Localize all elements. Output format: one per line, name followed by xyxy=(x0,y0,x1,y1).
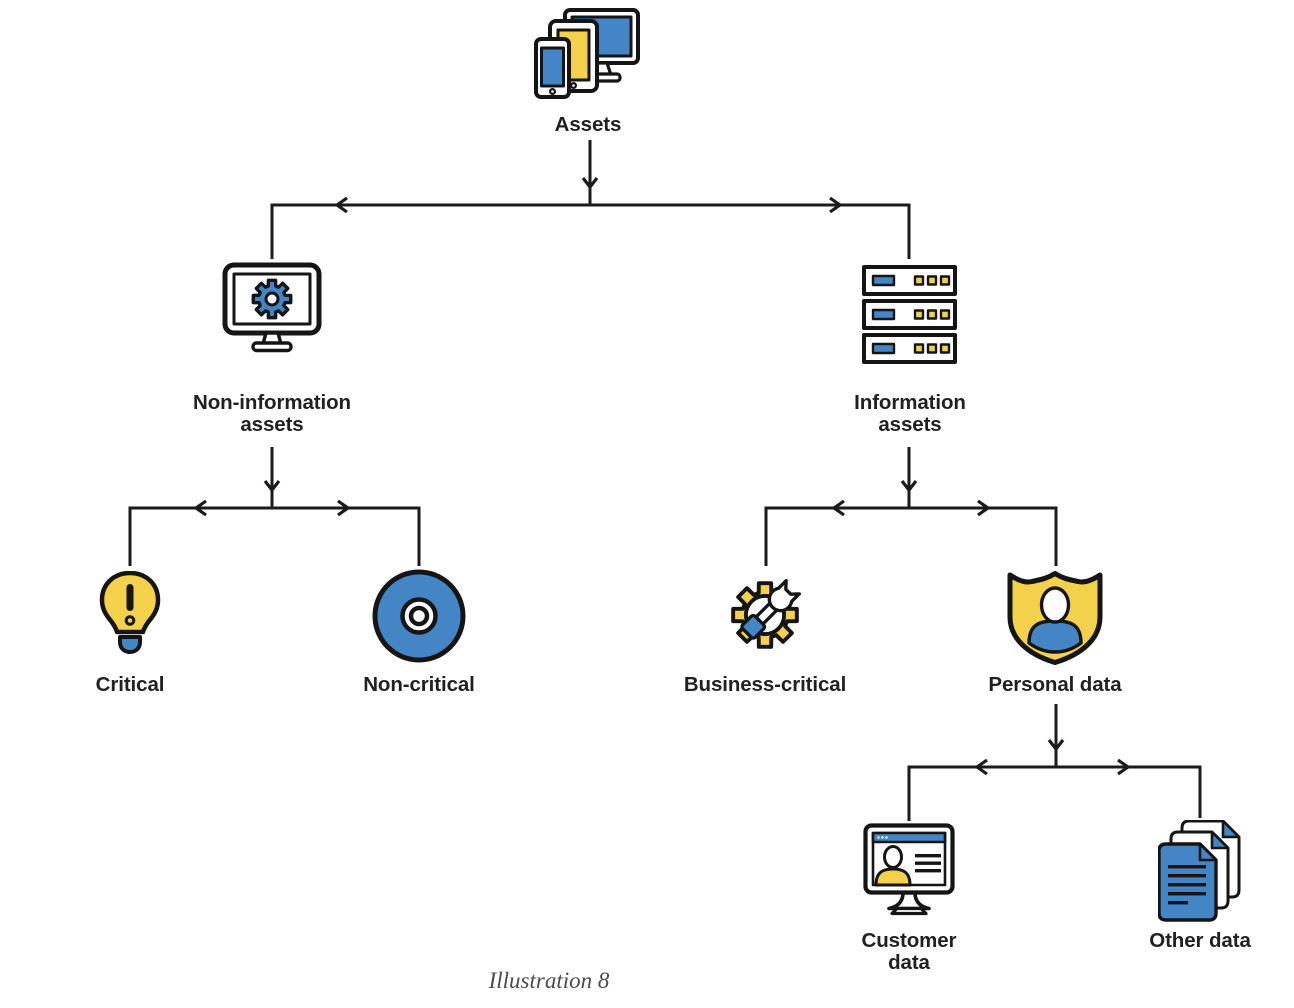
server-stack-icon xyxy=(862,265,957,364)
arrow-right-icon xyxy=(829,196,843,214)
documents-icon xyxy=(1158,820,1241,922)
arrowheads xyxy=(193,177,1131,776)
arrow-left-icon xyxy=(974,758,988,776)
arrow-left-icon xyxy=(334,196,348,214)
gear-wrench-icon xyxy=(731,579,801,649)
arrow-down-icon xyxy=(263,480,281,493)
monitor-user-icon xyxy=(863,823,955,916)
connector-info-rail xyxy=(764,506,1058,566)
node-label-customer-data: Customer data xyxy=(861,929,957,974)
arrow-down-icon xyxy=(900,480,918,493)
node-label-non-critical: Non-critical xyxy=(363,673,475,696)
arrow-down-icon xyxy=(581,177,599,190)
node-label-business-critical: Business-critical xyxy=(683,673,847,696)
connector-personal-rail xyxy=(907,765,1202,821)
lightbulb-icon xyxy=(99,571,161,654)
arrow-right-icon xyxy=(977,499,991,517)
shield-user-icon xyxy=(1007,571,1103,665)
disc-icon xyxy=(372,569,466,663)
node-label-personal-data: Personal data xyxy=(988,673,1122,696)
node-label-information-assets: Information assets xyxy=(854,391,966,436)
node-label-other-data: Other data xyxy=(1149,929,1251,952)
monitor-gear-icon xyxy=(222,262,322,353)
arrow-down-icon xyxy=(1047,739,1065,752)
illustration-caption: Illustration 8 xyxy=(488,968,610,993)
devices-icon xyxy=(534,8,640,99)
node-label-non-information-assets: Non-information assets xyxy=(193,391,351,436)
connector-noninfo-rail xyxy=(128,506,421,566)
arrow-left-icon xyxy=(831,499,845,517)
node-label-assets: Assets xyxy=(554,113,622,136)
connector-level1-rail xyxy=(270,203,911,259)
node-label-critical: Critical xyxy=(95,673,165,696)
arrow-right-icon xyxy=(337,499,351,517)
arrow-left-icon xyxy=(193,499,207,517)
arrow-right-icon xyxy=(1117,758,1131,776)
